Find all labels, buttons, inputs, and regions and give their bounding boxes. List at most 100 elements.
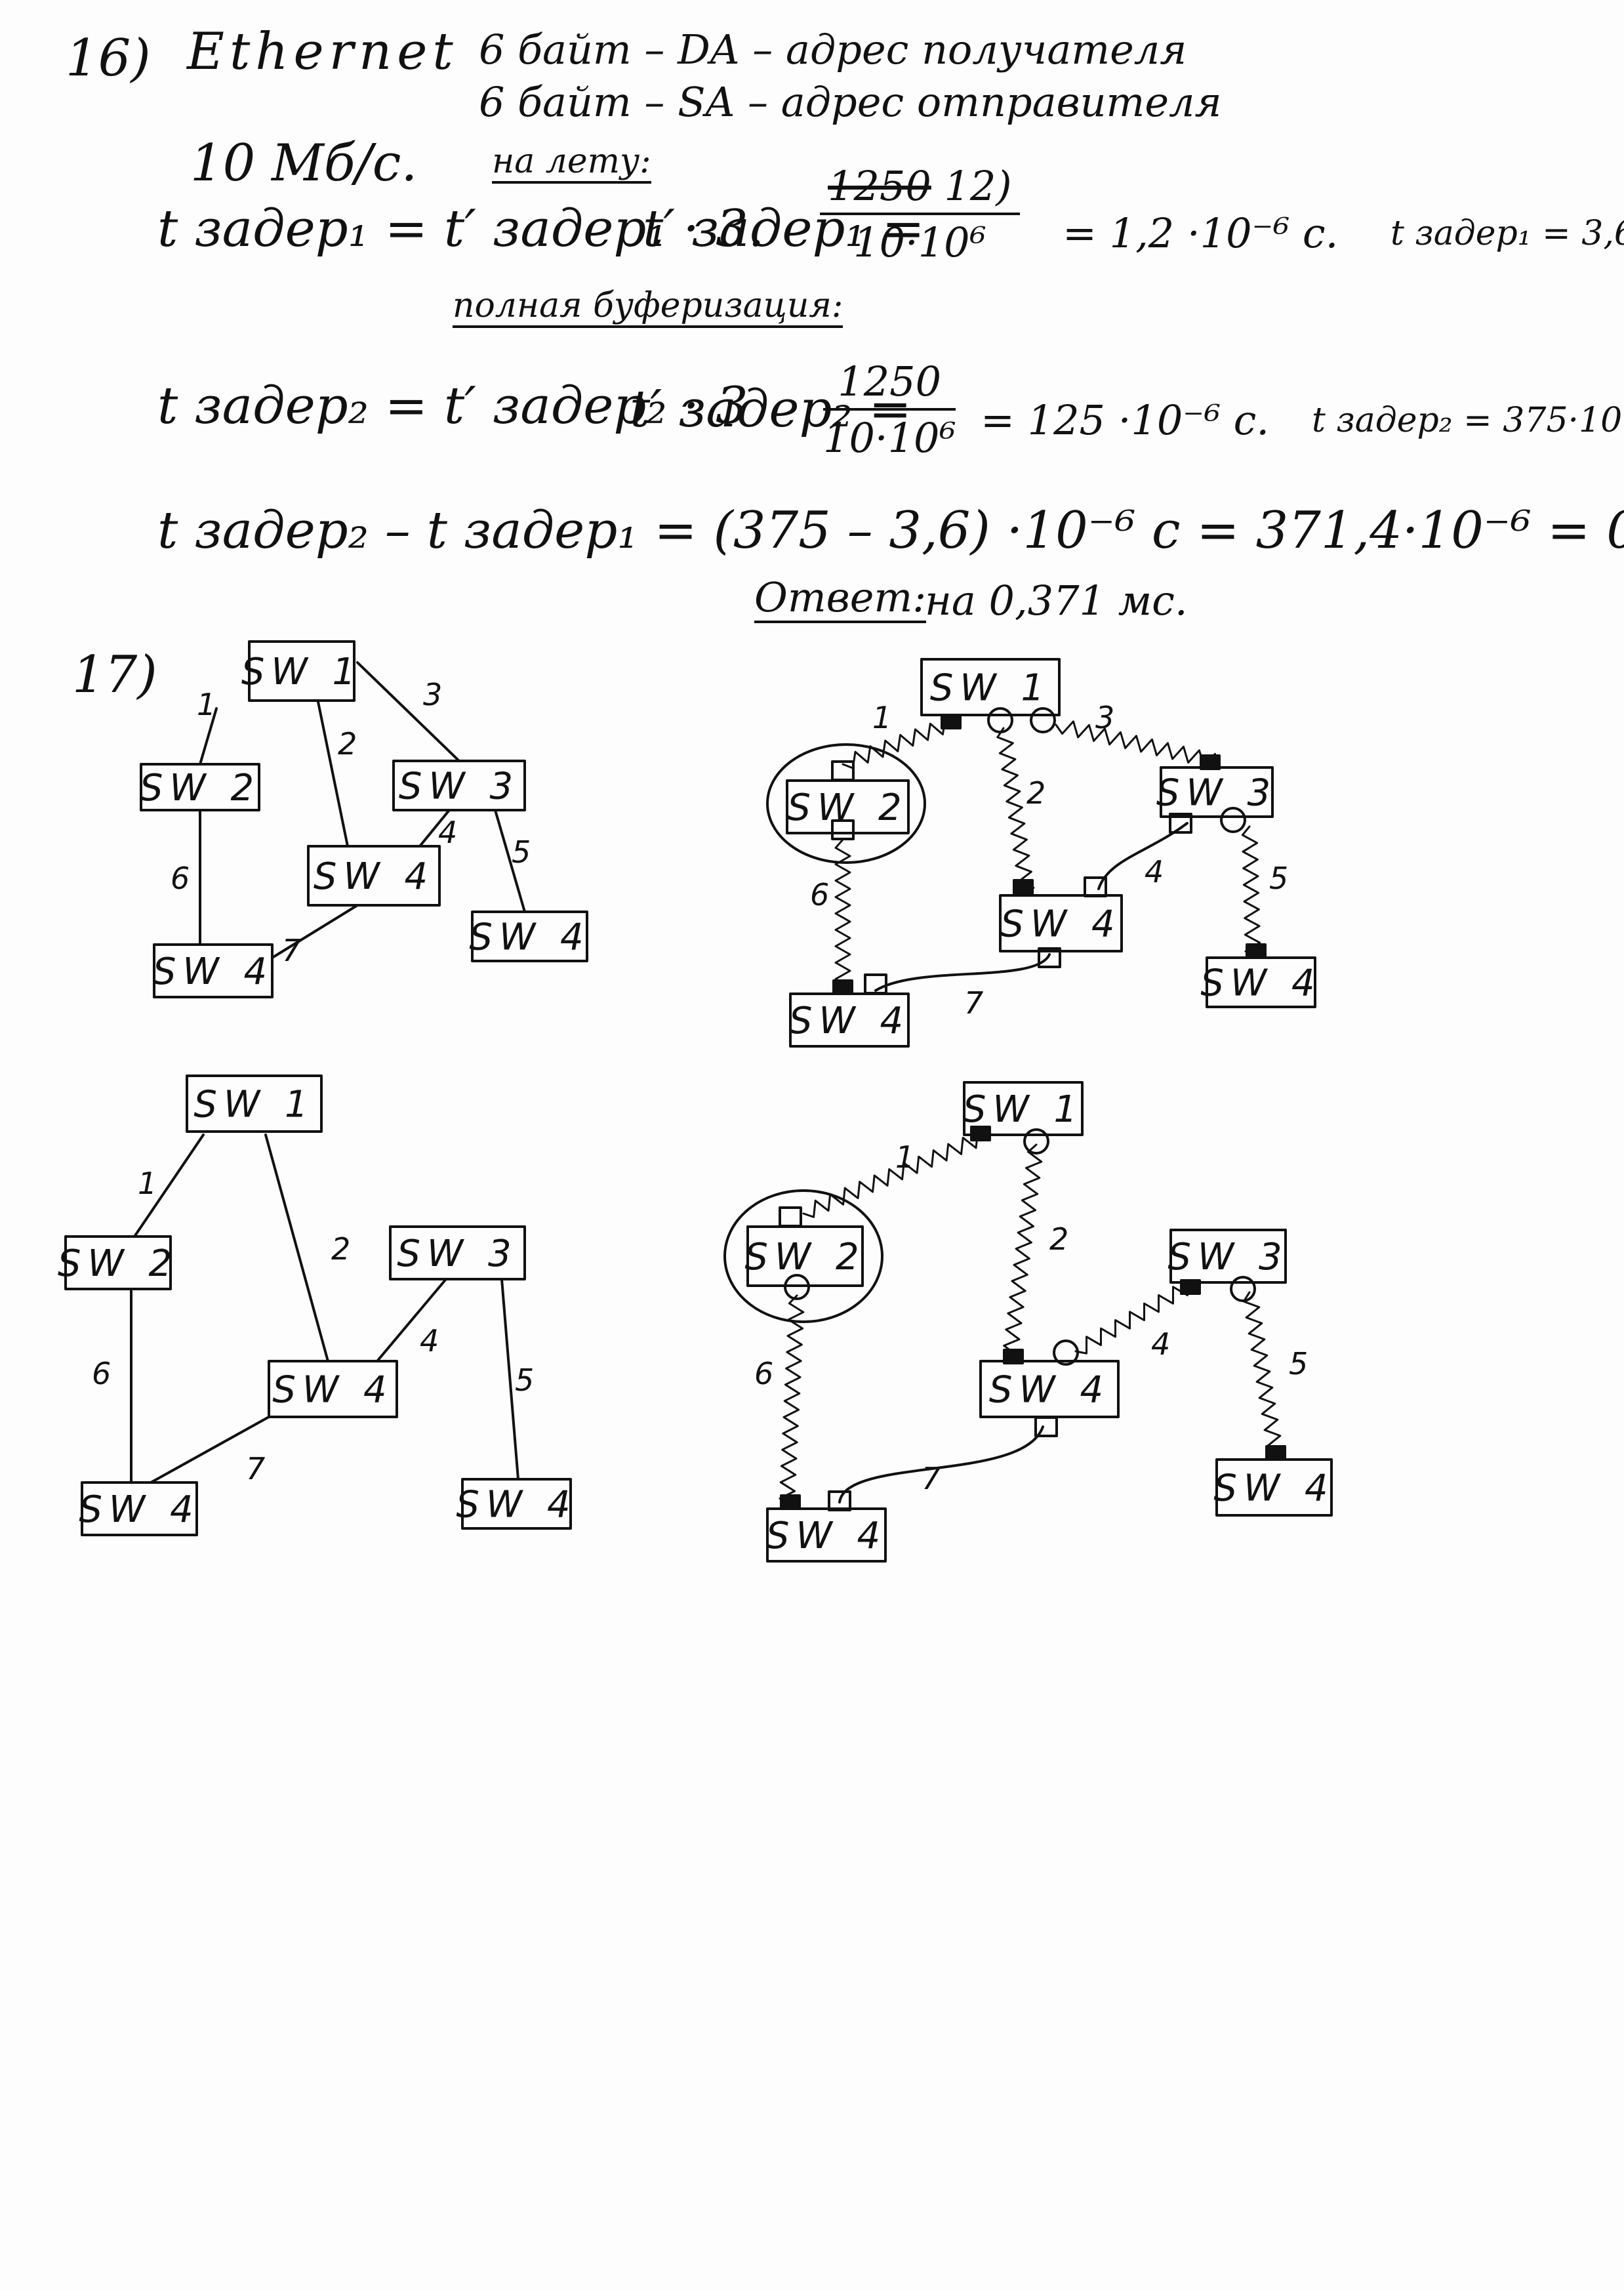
diagB-port-sw3-3 (1201, 756, 1219, 769)
diagA-sw2: SW 2 (140, 764, 260, 810)
diagD-link-1-label: 1 (895, 1139, 914, 1175)
diagC-sw3: SW 3 (390, 1227, 525, 1279)
diagC-link-4-label: 4 (420, 1323, 439, 1359)
diagD-link-7 (840, 1427, 1043, 1502)
diagD-link-4-label: 4 (1151, 1326, 1170, 1362)
diagD-port-sw1-1 (971, 1127, 990, 1140)
diagB-link-7-label: 7 (964, 985, 983, 1021)
diagB-link-1-label: 1 (872, 700, 891, 735)
diagA-sw1-label: SW 1 (241, 651, 362, 693)
diagA-link-7-label: 7 (282, 933, 301, 968)
diagD-link-5-label: 5 (1289, 1346, 1308, 1381)
diagB-sw3: SW 3 (1156, 767, 1277, 817)
diagB-link-1 (843, 718, 945, 768)
diagD-port-sw4bottom-6 (781, 1496, 800, 1509)
diagD-sw3: SW 3 (1167, 1230, 1288, 1282)
diagC-sw4-mid-label: SW 4 (272, 1369, 393, 1412)
diagA-sw4-right-label: SW 4 (469, 916, 590, 959)
diagC-sw1: SW 1 (187, 1076, 321, 1132)
diagA-sw2-label: SW 2 (140, 767, 260, 809)
diagC-link-2-label: 2 (331, 1231, 350, 1267)
diagD-link-2-label: 2 (1049, 1221, 1068, 1257)
diagC-link-6-label: 6 (92, 1356, 111, 1391)
diagB-sw2: SW 2 (787, 781, 908, 833)
diagA-link-4-label: 4 (438, 815, 457, 850)
diagC-link-1-label: 1 (138, 1166, 157, 1201)
diagC-sw3-label: SW 3 (397, 1233, 518, 1275)
diagA-sw3-label: SW 3 (399, 766, 519, 808)
diagB-port-sw1-3 (1031, 708, 1055, 732)
diagB-sw4-right-label: SW 4 (1200, 962, 1321, 1005)
diagD-sw4-bottom: SW 4 (766, 1509, 887, 1561)
diagB-link-3-label: 3 (1095, 700, 1114, 735)
diagA-sw3: SW 3 (394, 761, 525, 810)
diagB-sw4-right: SW 4 (1200, 958, 1321, 1007)
diagA-sw4-mid-label: SW 4 (314, 855, 434, 898)
diagD-port-sw3-4 (1181, 1280, 1200, 1294)
diagB-sw4-bottom-label: SW 4 (789, 1000, 910, 1042)
diagB-link-3 (1056, 722, 1215, 766)
diagA-link-2 (318, 702, 348, 846)
diagB-port-sw4mid-2 (1014, 880, 1032, 893)
diagC-sw4-bottom: SW 4 (79, 1482, 199, 1535)
diagB-sw2-label: SW 2 (787, 787, 908, 829)
diagC-sw2: SW 2 (58, 1237, 178, 1289)
diagA-link-1-label: 1 (197, 687, 216, 722)
diagB-port-sw1-2 (988, 708, 1012, 732)
diagB-sw4-mid: SW 4 (1000, 895, 1122, 951)
diagD-sw4-right: SW 4 (1213, 1460, 1334, 1515)
diagD-port-sw4mid-2 (1004, 1350, 1023, 1363)
diagB-link-4-label: 4 (1145, 854, 1164, 889)
diagC-sw2-label: SW 2 (58, 1242, 178, 1285)
diagD-link-6 (780, 1296, 803, 1498)
diagB-port-sw4bottom-6 (834, 981, 852, 994)
diagC-link-5-label: 5 (515, 1362, 534, 1398)
diagA-sw4-mid: SW 4 (308, 846, 439, 905)
diagB-link-5-label: 5 (1269, 861, 1288, 896)
diagA-link-3 (357, 663, 459, 761)
diagA-sw4-right: SW 4 (469, 912, 590, 961)
diagC-sw4-bottom-label: SW 4 (79, 1488, 199, 1531)
diagB-sw1: SW 1 (922, 659, 1059, 715)
diagD-sw4-right-label: SW 4 (1213, 1467, 1334, 1510)
diagA-link-2-label: 2 (338, 726, 357, 762)
diagD-port-sw3-5 (1231, 1277, 1255, 1301)
diagB-link-7 (876, 954, 1049, 991)
diagB-port-sw4right-5 (1247, 945, 1265, 958)
diagA-sw4-bottom: SW 4 (153, 945, 274, 997)
diagA-link-6-label: 6 (171, 861, 190, 896)
diagC-sw4-right: SW 4 (456, 1479, 577, 1528)
diagA-sw4-bottom-label: SW 4 (153, 951, 274, 993)
diagB-link-6-label: 6 (810, 877, 829, 912)
diagD-link-6-label: 6 (754, 1356, 773, 1391)
diagD-sw4-bottom-label: SW 4 (766, 1515, 887, 1557)
diagC-sw1-label: SW 1 (193, 1084, 314, 1126)
diagD-port-sw1-2 (1025, 1130, 1048, 1153)
diagD-port-sw4right-5 (1267, 1446, 1285, 1460)
diagC-sw4-right-label: SW 4 (456, 1484, 577, 1526)
diagB-port-sw1-1 (942, 715, 960, 728)
diagA-link-5-label: 5 (512, 834, 531, 870)
diagA-link-3-label: 3 (423, 677, 442, 712)
diagB-link-5 (1242, 827, 1259, 951)
diagD-link-2 (1004, 1145, 1042, 1355)
diagD-link-5 (1244, 1292, 1283, 1452)
diagD-port-sw2-up (780, 1208, 801, 1226)
diagD-sw2-label: SW 2 (744, 1236, 865, 1278)
diagD-sw1-label: SW 1 (963, 1088, 1084, 1131)
diagA-sw1: SW 1 (241, 642, 362, 701)
diagC-link-2 (266, 1135, 328, 1361)
diagD-sw3-label: SW 3 (1167, 1236, 1288, 1278)
diagB-sw3-label: SW 3 (1156, 772, 1277, 815)
diagD-sw4-mid-label: SW 4 (989, 1369, 1110, 1412)
diagC-sw4-mid: SW 4 (269, 1361, 397, 1417)
diagD-link-7-label: 7 (922, 1461, 941, 1496)
diagB-sw4-bottom: SW 4 (789, 994, 910, 1046)
diagB-link-2-label: 2 (1026, 775, 1045, 811)
diagD-link-4 (1076, 1287, 1187, 1353)
diagD-sw4-mid: SW 4 (981, 1361, 1118, 1417)
diagB-sw4-mid-label: SW 4 (1000, 903, 1121, 946)
diagC-link-7-label: 7 (246, 1451, 265, 1486)
